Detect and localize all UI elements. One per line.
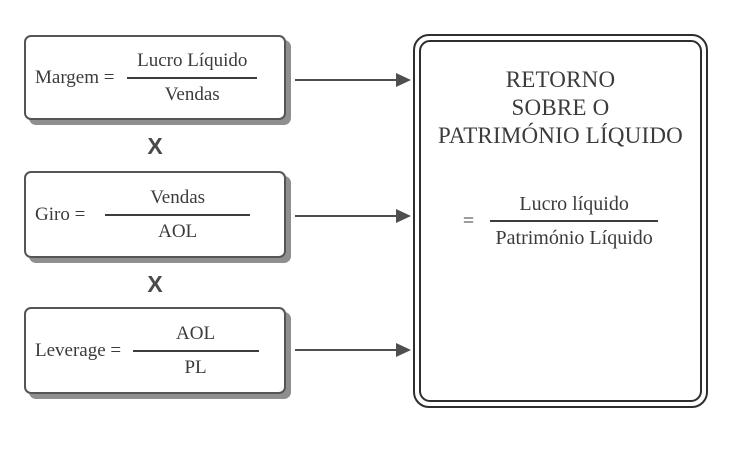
arrow-line bbox=[295, 215, 396, 217]
leverage-fraction: AOL PL bbox=[132, 322, 259, 378]
arrow-head-icon bbox=[396, 343, 411, 357]
result-title-line-3: PATRIMÓNIO LÍQUIDO bbox=[438, 123, 683, 148]
equals-sign: = bbox=[462, 209, 475, 232]
result-fraction: Lucro líquido Património Líquido bbox=[490, 192, 659, 251]
margem-fraction-area: Lucro Líquido Vendas bbox=[115, 49, 271, 105]
fraction-bar bbox=[490, 220, 659, 223]
giro-numerator: Vendas bbox=[150, 187, 206, 209]
leverage-label: Leverage = bbox=[35, 339, 122, 361]
fraction-bar bbox=[105, 213, 251, 216]
result-box: RETORNO SOBRE O PATRIMÓNIO LÍQUIDO = Luc… bbox=[413, 34, 708, 408]
giro-fraction: Vendas AOL bbox=[105, 186, 251, 242]
result-title: RETORNO SOBRE O PATRIMÓNIO LÍQUIDO bbox=[421, 66, 700, 150]
result-numerator: Lucro líquido bbox=[519, 193, 629, 215]
giro-fraction-area: Vendas AOL bbox=[85, 186, 270, 242]
giro-denominator: AOL bbox=[158, 220, 198, 242]
leverage-fraction-area: AOL PL bbox=[121, 322, 270, 378]
arrow-head-icon bbox=[396, 209, 411, 223]
arrow-leverage-to-result bbox=[295, 343, 411, 357]
arrow-line bbox=[295, 349, 396, 351]
giro-label: Giro = bbox=[35, 203, 86, 225]
margem-fraction: Lucro Líquido Vendas bbox=[127, 49, 258, 105]
result-title-line-1: RETORNO bbox=[505, 67, 616, 92]
margem-box: Margem = Lucro Líquido Vendas bbox=[24, 35, 286, 120]
arrow-line bbox=[295, 79, 396, 81]
giro-box: Giro = Vendas AOL bbox=[24, 171, 286, 258]
arrow-giro-to-result bbox=[295, 209, 411, 223]
arrow-head-icon bbox=[396, 73, 411, 87]
result-denominator: Património Líquido bbox=[495, 227, 653, 250]
leverage-numerator: AOL bbox=[176, 323, 216, 345]
result-box-inner: RETORNO SOBRE O PATRIMÓNIO LÍQUIDO = Luc… bbox=[419, 40, 702, 402]
result-formula: = Lucro líquido Património Líquido bbox=[421, 192, 700, 251]
fraction-bar bbox=[132, 349, 259, 352]
multiply-sign-2: X bbox=[147, 271, 163, 297]
leverage-box: Leverage = AOL PL bbox=[24, 307, 286, 394]
margem-numerator: Lucro Líquido bbox=[137, 50, 248, 72]
fraction-bar bbox=[127, 76, 258, 79]
multiply-sign-1: X bbox=[147, 133, 163, 159]
result-title-line-2: SOBRE O bbox=[511, 95, 610, 120]
leverage-denominator: PL bbox=[184, 356, 207, 378]
arrow-margem-to-result bbox=[295, 73, 411, 87]
margem-label: Margem = bbox=[35, 66, 115, 88]
margem-denominator: Vendas bbox=[164, 83, 220, 105]
